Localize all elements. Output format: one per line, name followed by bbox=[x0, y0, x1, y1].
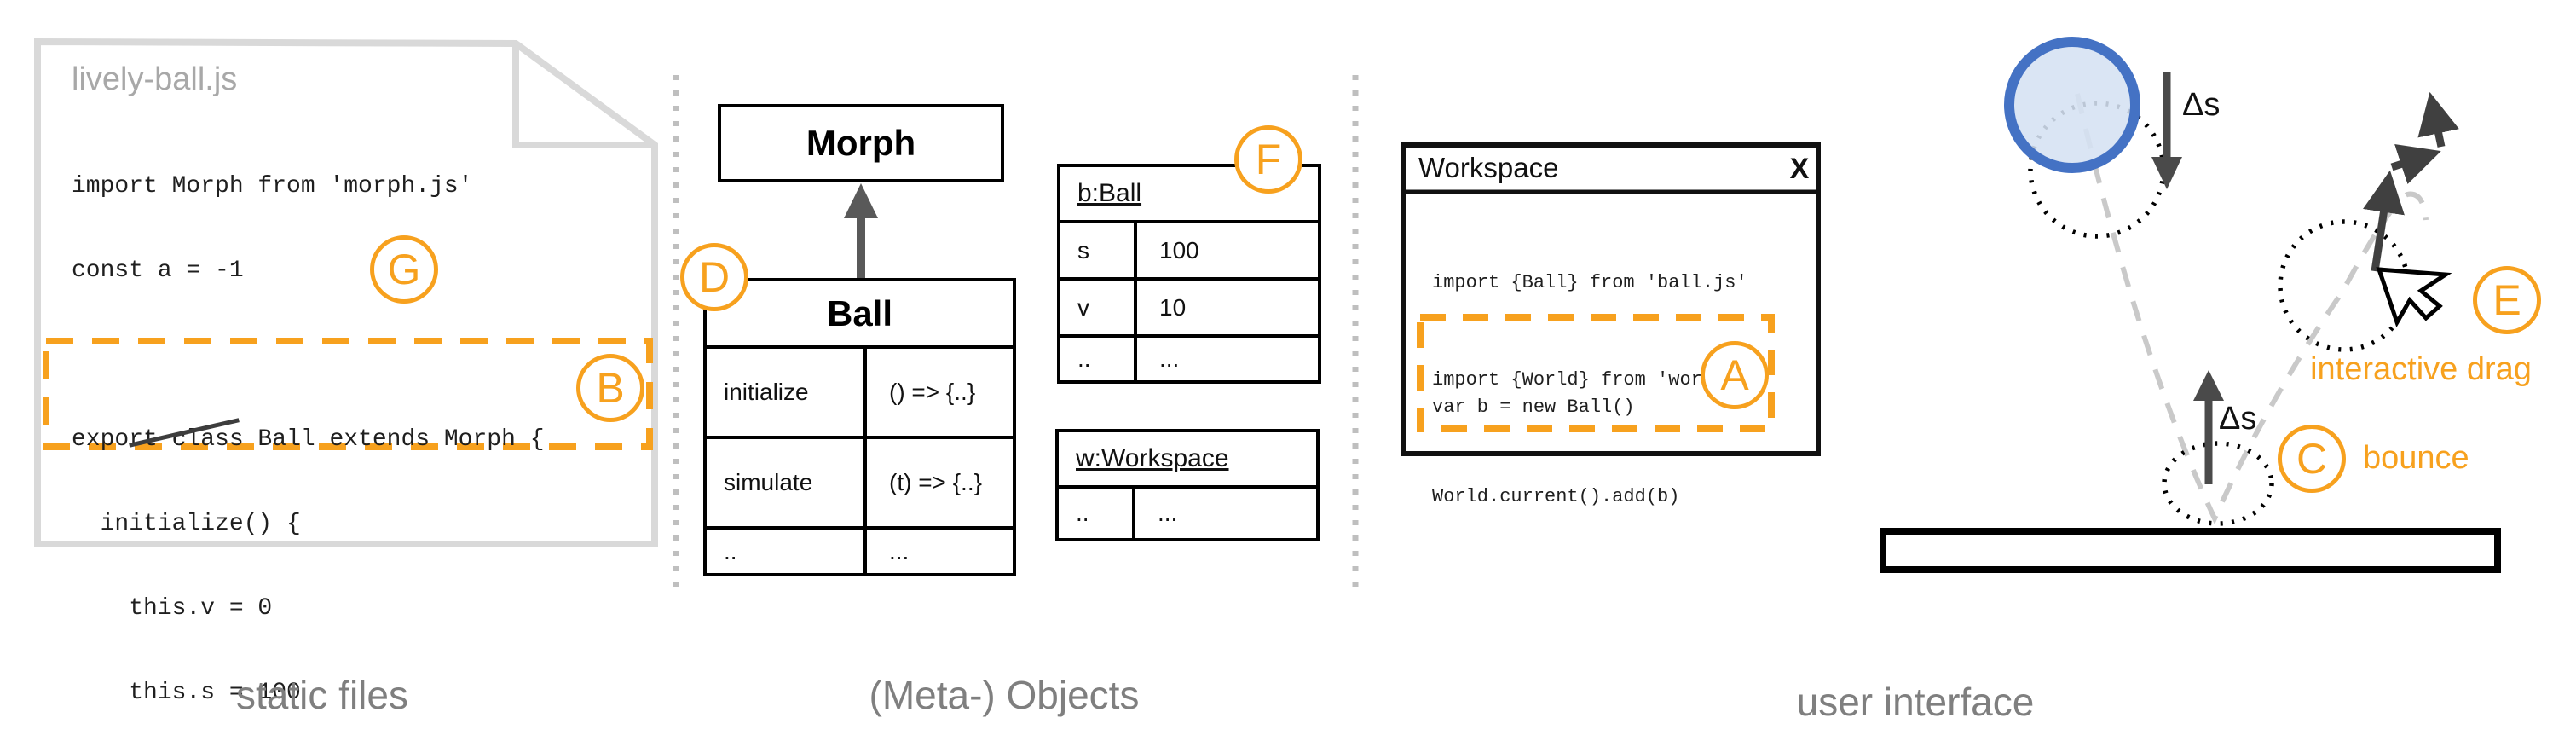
workspace-object-table: w:Workspace .. ... bbox=[1055, 429, 1320, 541]
marker-d: D bbox=[680, 243, 748, 311]
marker-letter: E bbox=[2492, 276, 2521, 324]
morph-class-box: Morph bbox=[718, 104, 1004, 182]
code-line: initialize() { bbox=[72, 511, 301, 537]
inheritance-arrow-head bbox=[844, 183, 878, 218]
workspace-window-title: Workspace bbox=[1418, 152, 1559, 183]
delta-s-down-label: Δs bbox=[2182, 87, 2221, 123]
workspace-highlighted-code-block[interactable]: var b = new Ball() World.current().add(b… bbox=[1432, 333, 1679, 571]
code-line: this.v = 0 bbox=[72, 595, 273, 622]
code-line bbox=[72, 341, 545, 369]
bounce-label: bounce bbox=[2363, 440, 2469, 476]
code-line: const a = -1 bbox=[72, 258, 244, 284]
marker-e: E bbox=[2473, 266, 2541, 334]
field-value: 100 bbox=[1159, 236, 1199, 263]
section-label-user-interface: user interface bbox=[1796, 680, 2035, 724]
workspace-code-highlight-box bbox=[1417, 314, 1775, 432]
delta-s-up-arrow-head bbox=[2193, 370, 2224, 401]
workspace-code-line: import {Ball} from 'ball.js' bbox=[1432, 272, 1747, 293]
marker-c: C bbox=[2278, 425, 2346, 493]
marker-b: B bbox=[576, 354, 644, 422]
method-name: initialize bbox=[707, 349, 867, 436]
ball-class-title: Ball bbox=[826, 292, 893, 333]
marker-letter: G bbox=[387, 246, 421, 293]
method-name: simulate bbox=[707, 439, 867, 526]
marker-letter: B bbox=[596, 364, 625, 412]
ball-morph bbox=[2004, 37, 2140, 173]
file-code-highlight-box bbox=[43, 338, 653, 450]
section-label-static-files: static files bbox=[236, 673, 408, 717]
method-value: () => {..} bbox=[889, 379, 976, 405]
morph-class-label: Morph bbox=[806, 123, 916, 163]
trajectory-path bbox=[2075, 93, 2429, 525]
marker-f: F bbox=[1234, 125, 1302, 194]
marker-g: G bbox=[370, 235, 438, 304]
code-line: import Morph from 'morph.js' bbox=[72, 173, 473, 200]
section-label-meta-objects: (Meta-) Objects bbox=[869, 673, 1140, 717]
field-name: s bbox=[1060, 223, 1137, 277]
ball-object-title: b:Ball bbox=[1077, 179, 1142, 207]
file-code-block: import Morph from 'morph.js' const a = -… bbox=[72, 116, 545, 741]
file-page-outline bbox=[34, 38, 658, 547]
field-value: ... bbox=[1158, 500, 1178, 526]
file-page-fold bbox=[512, 43, 655, 148]
marker-letter: C bbox=[2296, 435, 2328, 483]
code-line: export class Ball extends Morph { bbox=[72, 426, 545, 453]
delta-s-down-arrow-head bbox=[2151, 157, 2182, 189]
file-name: lively-ball.js bbox=[72, 61, 238, 97]
field-value: 10 bbox=[1159, 293, 1187, 321]
field-value: ... bbox=[1159, 345, 1180, 372]
marker-letter: A bbox=[1720, 351, 1749, 399]
drag-path-arrows bbox=[2362, 91, 2459, 272]
workspace-object-title: w:Workspace bbox=[1076, 444, 1229, 472]
method-name: .. bbox=[707, 530, 867, 573]
ghost-ball-ellipse-bounce bbox=[2162, 441, 2274, 526]
code-line: this.s = 100 bbox=[72, 680, 301, 706]
method-value: ... bbox=[889, 537, 910, 564]
delta-s-up-label: Δs bbox=[2219, 401, 2257, 437]
ball-class-table: Ball initialize () => {..} simulate (t) … bbox=[703, 278, 1016, 576]
marker-letter: F bbox=[1255, 136, 1282, 183]
close-button[interactable]: X bbox=[1789, 152, 1810, 185]
field-name: .. bbox=[1060, 338, 1137, 380]
ground-rect bbox=[1880, 528, 2501, 573]
method-value: (t) => {..} bbox=[889, 469, 982, 495]
marker-a: A bbox=[1701, 341, 1769, 409]
workspace-code-line: var b = new Ball() bbox=[1432, 397, 1635, 418]
cursor-icon bbox=[2376, 267, 2452, 328]
interactive-drag-label: interactive drag bbox=[2310, 351, 2532, 387]
field-name: v bbox=[1060, 281, 1137, 334]
ball-object-table: b:Ball s 100 v 10 .. ... bbox=[1057, 164, 1321, 384]
marker-letter: D bbox=[698, 253, 731, 301]
field-name: .. bbox=[1059, 489, 1135, 538]
workspace-code-line: World.current().add(b) bbox=[1432, 486, 1680, 507]
